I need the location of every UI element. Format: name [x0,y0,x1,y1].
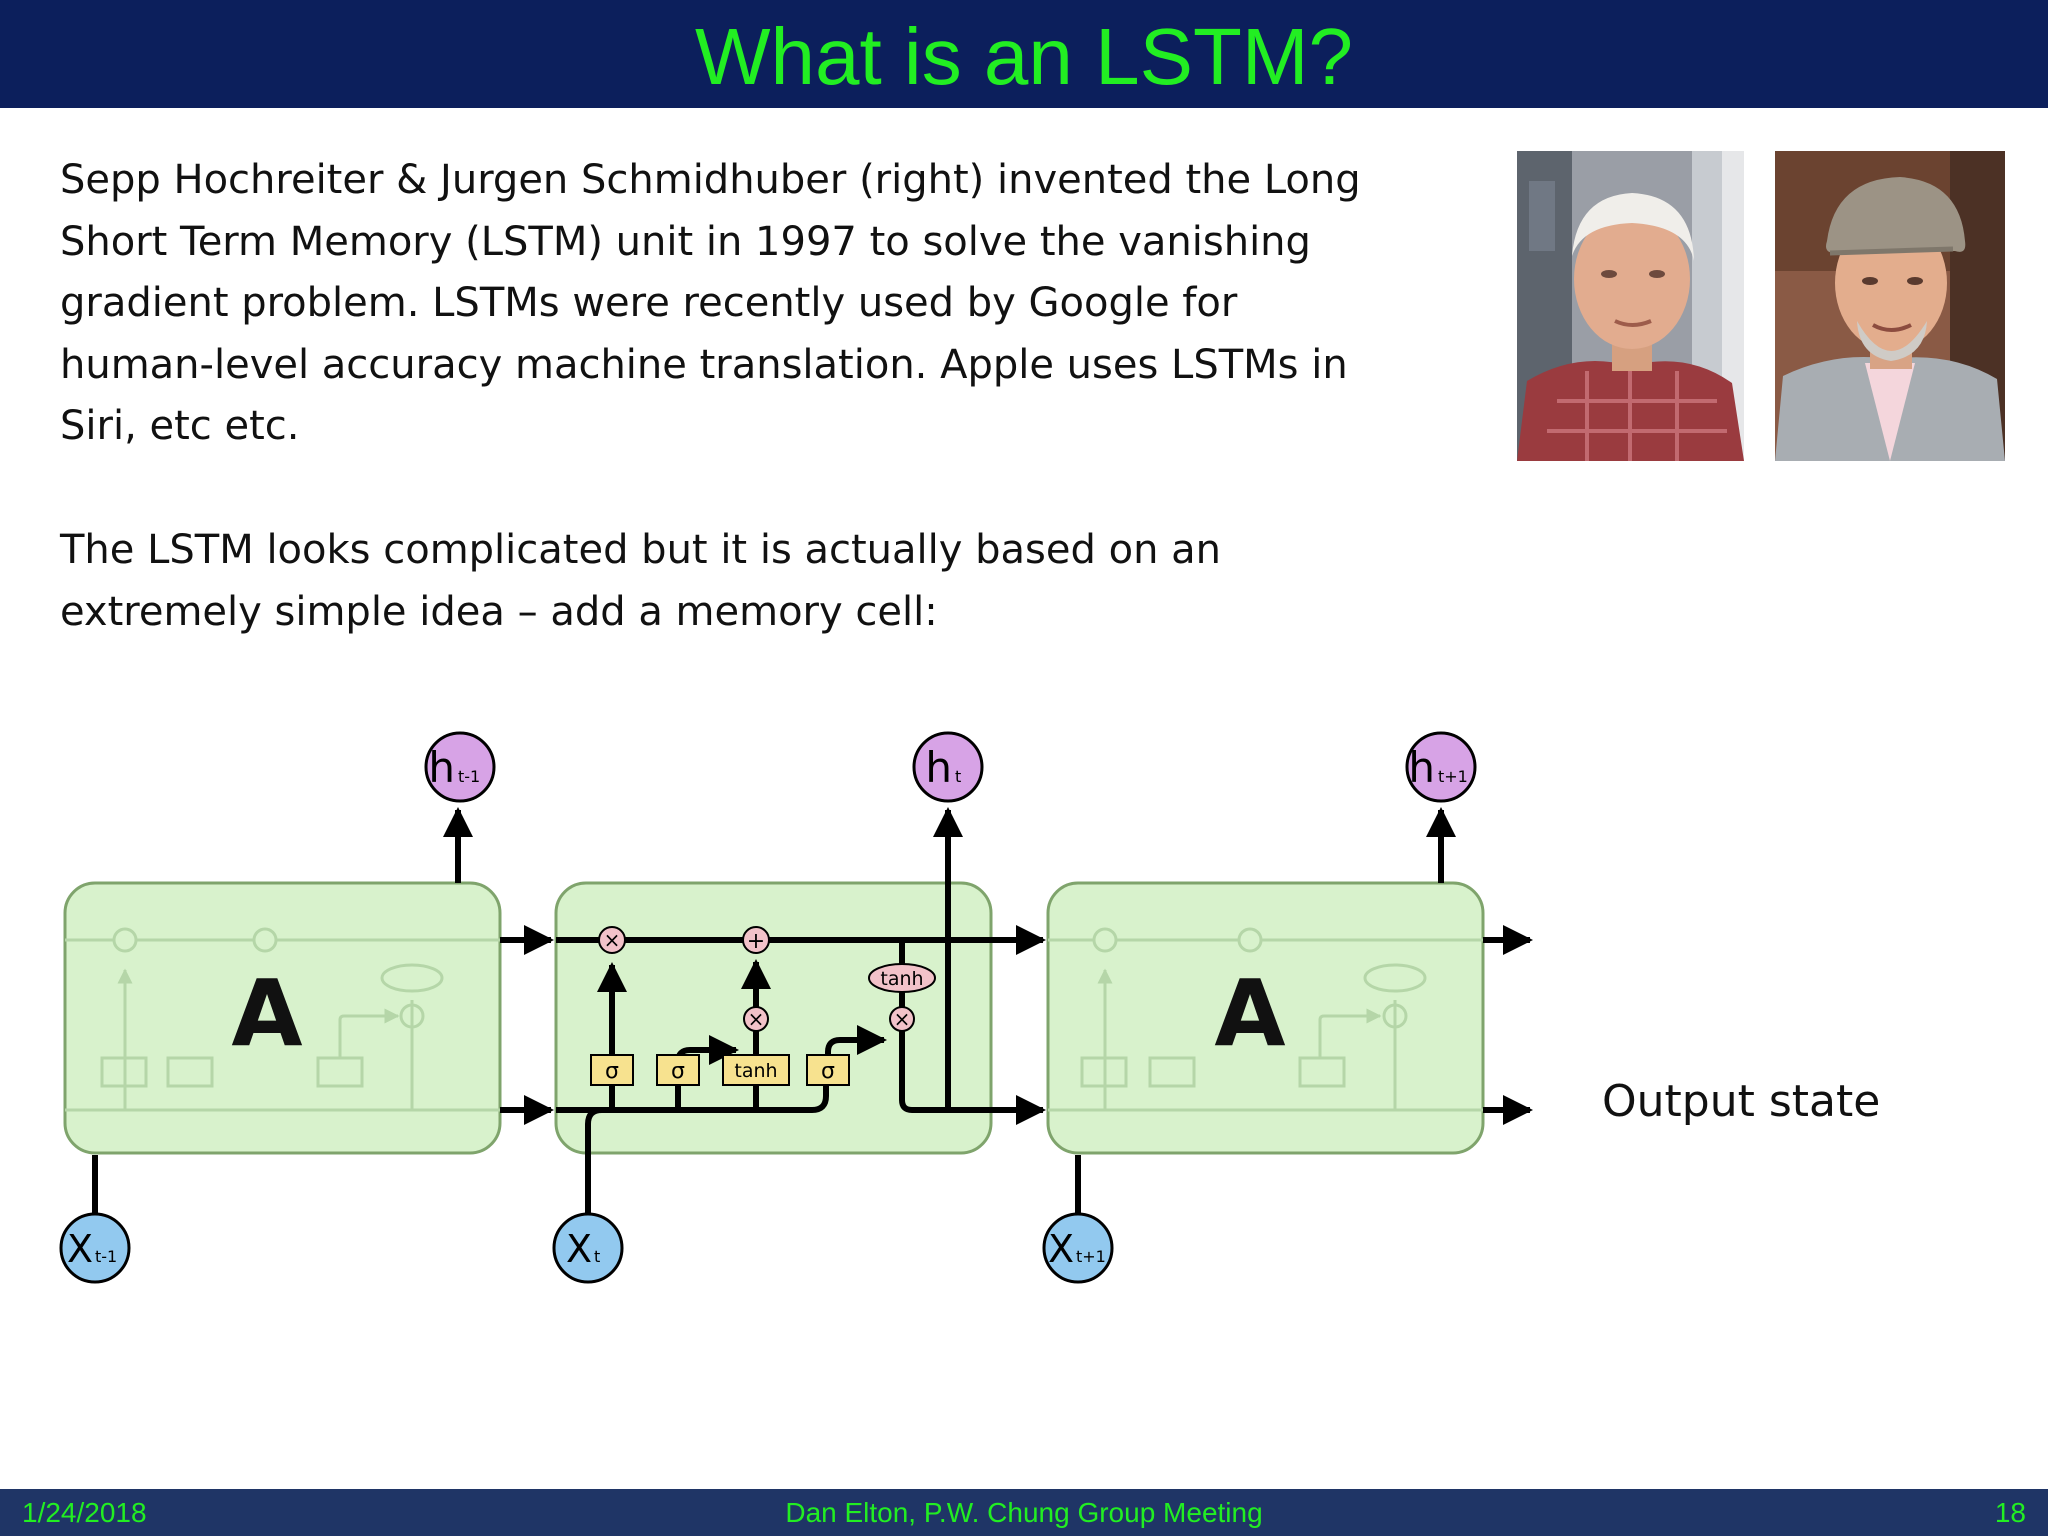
svg-text:+: + [747,929,765,954]
svg-text:×: × [894,1007,911,1031]
svg-text:t+1: t+1 [1438,767,1468,786]
portrait-hochreiter [1517,151,1744,461]
svg-text:tanh: tanh [880,968,923,990]
svg-text:tanh: tanh [734,1060,777,1082]
svg-text:t-1: t-1 [458,767,480,786]
svg-text:t: t [955,767,961,786]
svg-text:t+1: t+1 [1076,1247,1106,1266]
intro-paragraph: Sepp Hochreiter & Jurgen Schmidhuber (ri… [60,157,1361,449]
footer-presenter: Dan Elton, P.W. Chung Group Meeting [785,1497,1263,1528]
svg-text:h: h [428,743,455,792]
multiply-op-input: × [743,1006,769,1032]
lstm-diagram: A A [0,700,1560,1340]
output-node-h-t-plus-1: h t+1 [1405,731,1477,803]
footer-page-number: 18 [1994,1497,2026,1528]
input-node-x-t-plus-1: X t+1 [1042,1212,1114,1284]
input-node-x-t-1: X t-1 [59,1212,131,1284]
lstm-cell-left: A [63,881,502,1155]
forget-gate: σ [590,1054,634,1086]
multiply-op-forget: × [598,926,626,954]
svg-text:σ: σ [605,1059,619,1084]
output-state-label: Output state [1602,1076,1881,1127]
slide-title: What is an LSTM? [694,12,1353,101]
candidate-tanh-gate: tanh [722,1054,790,1086]
svg-text:σ: σ [821,1059,835,1084]
input-gate: σ [656,1054,700,1086]
title-bar [0,0,2048,108]
output-gate: σ [806,1054,850,1086]
add-op: + [742,926,770,954]
svg-text:h: h [925,743,952,792]
svg-text:σ: σ [671,1059,685,1084]
tanh-op-output: tanh [868,963,936,993]
footer-bar: 1/24/2018 Dan Elton, P.W. Chung Group Me… [0,1489,2048,1536]
svg-text:×: × [748,1007,765,1031]
lstm-cell-right: A [1046,881,1485,1155]
output-node-h-t: h t [912,731,984,803]
svg-text:t: t [594,1247,600,1266]
svg-text:t-1: t-1 [95,1247,117,1266]
multiply-op-output: × [889,1006,915,1032]
portrait-schmidhuber [1775,151,2005,461]
footer-date: 1/24/2018 [22,1497,147,1528]
cell-label-left: A [231,960,302,1067]
svg-text:×: × [604,928,621,952]
svg-text:X: X [1048,1227,1074,1271]
output-node-h-t-1: h t-1 [424,731,496,803]
svg-text:X: X [67,1227,93,1271]
input-node-x-t: X t [552,1212,624,1284]
svg-text:X: X [566,1227,592,1271]
svg-text:h: h [1408,743,1435,792]
idea-paragraph: The LSTM looks complicated but it is act… [60,527,1222,635]
cell-label-right: A [1214,960,1285,1067]
